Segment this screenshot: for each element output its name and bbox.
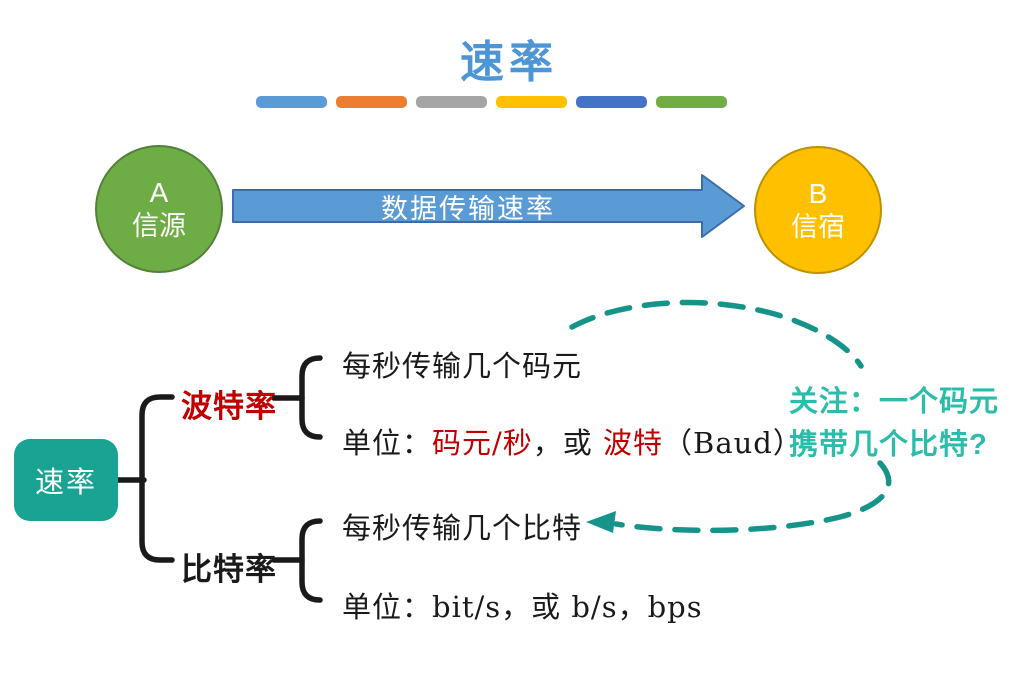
tree-root-node: 速率 [14,439,118,521]
decor-bar-row [256,96,727,108]
decor-bar [416,96,487,108]
baud-unit-mid: ，或 [532,426,604,460]
transmission-arrow-shape [232,174,745,238]
bit-bracket-line [299,518,323,603]
destination-node: B 信宿 [754,146,882,274]
decor-bar [576,96,647,108]
source-node: A 信源 [95,145,223,273]
decor-bar [496,96,567,108]
destination-letter: B [808,178,828,209]
baud-unit-red-2: 波特 [603,426,664,460]
source-label: 信源 [132,210,186,241]
baud-bracket-line [299,355,323,440]
focus-annotation-line-1: 关注：一个码元 [789,386,1000,418]
baud-rate-label: 波特率 [181,389,277,424]
baud-definition-text: 每秒传输几个码元 [342,351,583,383]
decor-bar [256,96,327,108]
baud-unit-suffix: （Baud） [663,426,803,460]
transmission-arrow-label: 数据传输速率 [381,193,555,224]
focus-annotation: 关注：一个码元 携带几个比特? [789,381,999,467]
destination-label: 信宿 [791,211,845,242]
dashed-arrowhead-icon [586,511,616,533]
bit-rate-label: 比特率 [181,552,277,587]
tree-left-bracket-line [139,394,175,563]
dashed-arc-top [569,299,864,369]
baud-unit-red-1: 码元/秒 [432,426,533,460]
baud-unit-text: 单位：码元/秒，或 波特（Baud） [342,420,803,462]
page-title: 速率 [460,37,558,88]
source-letter: A [149,177,169,208]
bit-unit-text: 单位：bit/s，或 b/s，bps [342,590,703,624]
focus-annotation-line-2: 携带几个比特? [789,429,988,461]
decor-bar [656,96,727,108]
baud-unit-prefix: 单位： [342,426,433,460]
bit-definition-text: 每秒传输几个比特 [342,513,583,545]
decor-bar [336,96,407,108]
dashed-arc-bottom [613,460,892,534]
